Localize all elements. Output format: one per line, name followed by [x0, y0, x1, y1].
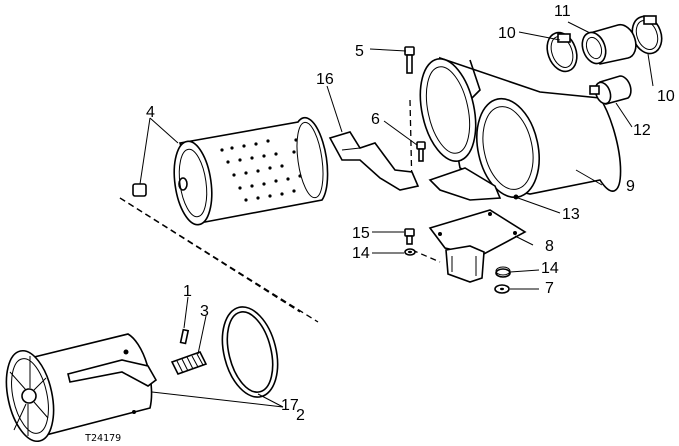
callout-10-right: 10	[657, 88, 675, 105]
callout-16: 16	[316, 71, 334, 88]
leader-lines	[139, 21, 654, 408]
callout-17: 17	[281, 397, 299, 414]
callout-5: 5	[355, 43, 364, 60]
callout-13: 13	[562, 206, 580, 223]
callout-6: 6	[371, 111, 380, 128]
callout-15: 15	[352, 225, 370, 242]
air-cleaner-body	[419, 56, 622, 201]
hose-clamp-right	[631, 15, 663, 55]
callout-7: 7	[545, 280, 554, 297]
nut-7	[494, 284, 510, 294]
cover-plate	[428, 209, 527, 283]
filter-element	[132, 116, 329, 226]
dust-cup	[5, 333, 158, 443]
callout-1: 1	[183, 283, 192, 300]
callout-12: 12	[633, 122, 651, 139]
wing-nut	[132, 183, 147, 197]
spring	[170, 351, 208, 375]
pin	[179, 328, 190, 345]
cap-screw-15	[404, 228, 415, 245]
hose	[581, 23, 637, 65]
cap-screw-5	[404, 46, 415, 74]
callout-2: 2	[296, 407, 305, 424]
callout-3: 3	[200, 303, 209, 320]
callout-9: 9	[626, 178, 635, 195]
callout-4: 4	[146, 104, 155, 121]
restriction-indicator	[589, 75, 632, 105]
callout-8: 8	[545, 238, 554, 255]
gasket-ring	[221, 306, 279, 398]
washer-14-right	[495, 266, 511, 278]
perforation-pattern	[220, 138, 302, 202]
callout-14-left: 14	[352, 245, 370, 262]
hose-clamp-left	[546, 31, 578, 73]
callout-11: 11	[554, 3, 571, 20]
clip-bracket	[328, 131, 420, 191]
cap-screw-6	[416, 141, 426, 162]
callout-14-right: 14	[541, 260, 559, 277]
callout-10-left: 10	[498, 25, 516, 42]
washer-14-left	[404, 248, 416, 256]
callout-labels: 4 5 16 6 11 10 10 12 9 13 8 15 14 14 7 1…	[85, 3, 675, 444]
figure-id: T24179	[85, 433, 121, 444]
